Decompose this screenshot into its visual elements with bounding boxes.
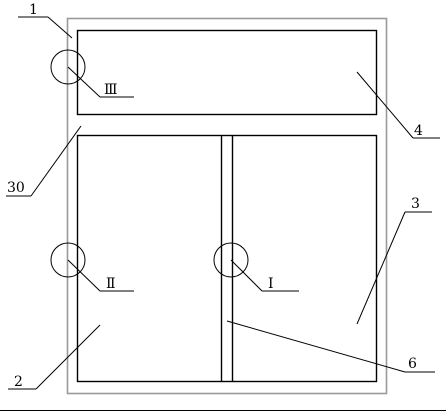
callout-leader-4 xyxy=(356,71,414,139)
callout-leader-2 xyxy=(35,324,101,390)
detail-label-i: Ⅰ xyxy=(268,276,274,292)
callout-label-4: 4 xyxy=(414,123,423,139)
callout-leader-1 xyxy=(47,16,73,39)
detail-leader-ii xyxy=(67,259,101,292)
callout-label-6: 6 xyxy=(408,356,417,372)
detail-circle-i xyxy=(213,242,249,278)
detail-label-iii: Ⅲ xyxy=(104,82,118,98)
upper-fixed-panel xyxy=(76,29,378,116)
detail-circle-ii xyxy=(50,242,86,278)
callout-label-30: 30 xyxy=(7,180,25,196)
detail-label-ii: Ⅱ xyxy=(106,276,116,292)
callout-label-3: 3 xyxy=(411,196,420,212)
detail-leader-i xyxy=(230,259,263,292)
detail-circle-iii xyxy=(50,49,86,85)
lower-sash-frame xyxy=(76,134,378,383)
detail-leader-iii xyxy=(67,66,101,98)
outer-frame xyxy=(66,17,388,395)
callout-leader-30 xyxy=(30,125,82,197)
callout-leader-6 xyxy=(226,320,406,373)
callout-label-1: 1 xyxy=(29,2,38,18)
callout-leader-3 xyxy=(356,211,406,325)
callout-label-2: 2 xyxy=(14,374,23,390)
